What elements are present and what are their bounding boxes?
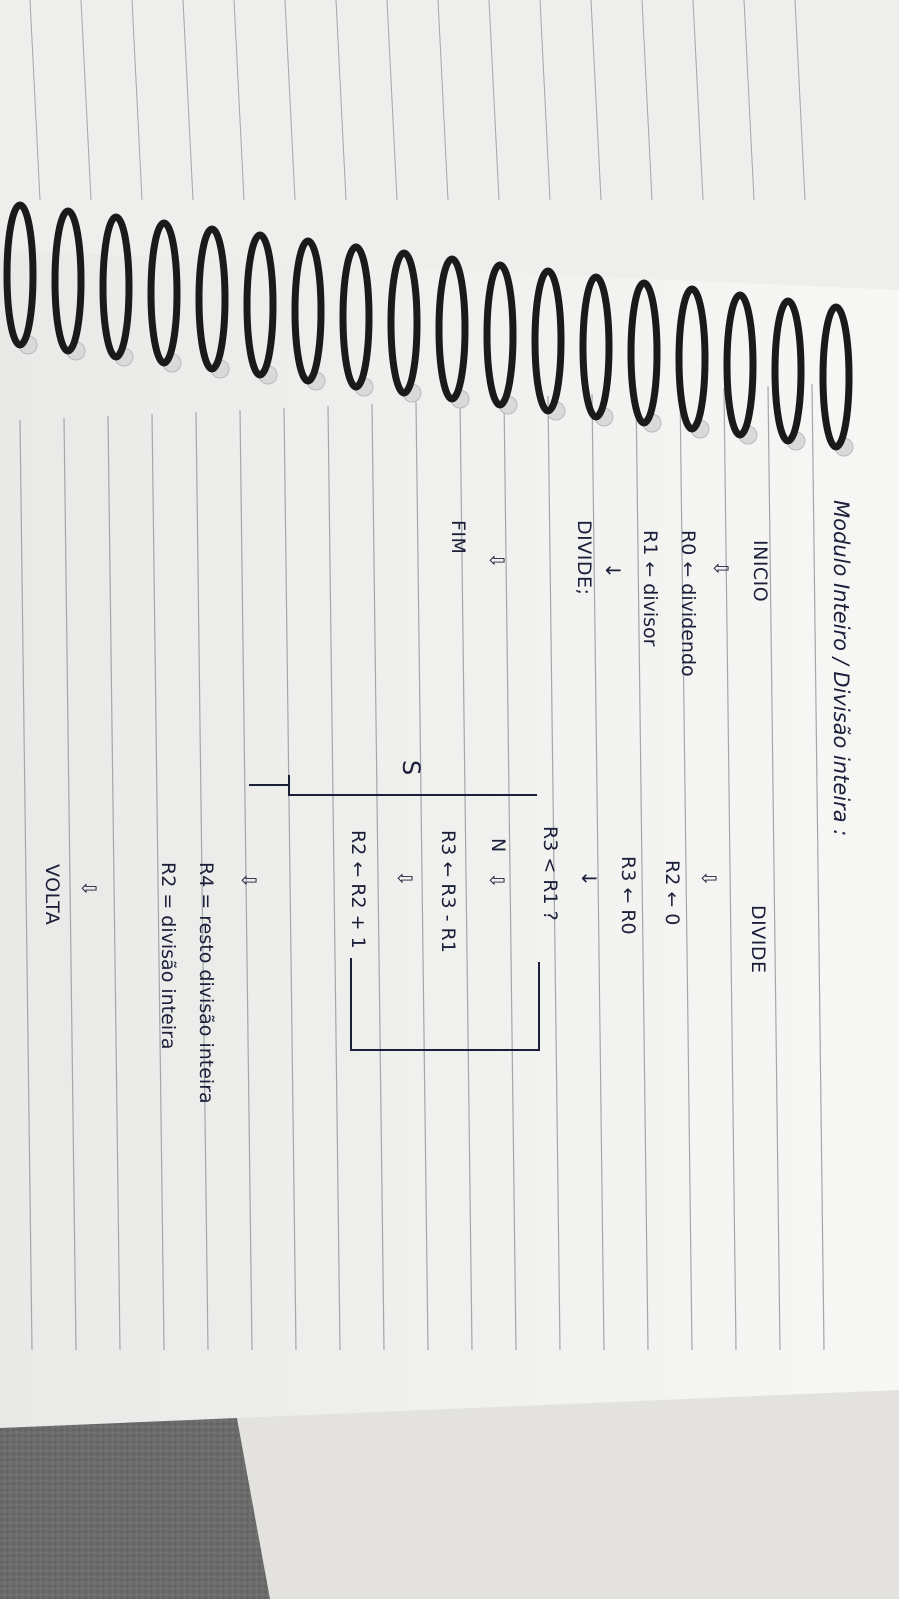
start-label: INICIO <box>749 540 771 603</box>
ruled-line <box>283 407 297 1351</box>
ruled-lines <box>19 0 825 1351</box>
loop-back-line <box>350 958 540 1051</box>
ruled-line <box>692 0 704 201</box>
ruled-line <box>386 0 398 201</box>
ruled-line <box>80 0 92 201</box>
increment-step: R2 ← R2 + 1 <box>347 830 369 949</box>
spiral-ring <box>339 243 373 391</box>
ruled-line <box>635 391 649 1351</box>
ruled-line <box>327 405 341 1351</box>
ruled-line <box>239 409 253 1351</box>
result-quotient: R2 = divisão inteira <box>157 862 179 1050</box>
ruled-line <box>335 0 347 201</box>
ruled-line <box>591 393 605 1351</box>
ruled-line <box>679 389 693 1351</box>
ruled-line <box>284 0 296 201</box>
spiral-binding <box>3 201 854 457</box>
ruled-line <box>19 419 33 1351</box>
return-label: VOLTA <box>41 864 63 926</box>
ruled-line <box>547 395 561 1351</box>
spiral-ring <box>579 273 613 421</box>
ruled-line <box>459 399 473 1351</box>
spiral-ring <box>387 249 421 397</box>
down-arrow-icon: ⇩ <box>237 872 261 889</box>
end-label: FIM <box>447 520 469 555</box>
no-branch-label: N <box>487 838 509 853</box>
assign-divisor: R1 ← divisor <box>639 530 661 647</box>
spiral-ring <box>483 261 517 409</box>
yes-branch-label: S <box>397 760 425 776</box>
ruled-line <box>794 0 806 201</box>
ruled-line <box>488 0 500 201</box>
subtract-step: R3 ← R3 - R1 <box>437 830 459 953</box>
spiral-ring <box>99 213 133 361</box>
down-arrow-icon: ↓ <box>577 870 601 887</box>
spiral-ring <box>51 207 85 355</box>
init-r3: R3 ← R0 <box>617 856 639 935</box>
ruled-line <box>233 0 245 201</box>
spiral-ring <box>771 297 805 445</box>
ruled-line <box>437 0 449 201</box>
spiral-ring <box>195 225 229 373</box>
down-arrow-icon: ⇩ <box>77 880 101 897</box>
decision-test: R3 < R1 ? <box>539 826 561 921</box>
down-arrow-icon: ⇩ <box>697 870 721 887</box>
ruled-line <box>503 397 517 1351</box>
result-remainder: R4 = resto divisão inteira <box>195 862 217 1104</box>
spiral-ring <box>435 255 469 403</box>
spiral-ring <box>147 219 181 367</box>
ruled-line <box>590 0 602 201</box>
down-arrow-icon: ⇩ <box>485 552 509 569</box>
down-arrow-icon: ⇩ <box>485 872 509 889</box>
spiral-ring <box>675 285 709 433</box>
ruled-line <box>29 0 41 201</box>
ruled-line <box>641 0 653 201</box>
ruled-line <box>131 0 143 201</box>
ruled-line <box>107 415 121 1351</box>
back-page <box>0 0 899 300</box>
divide-routine-label: DIVIDE <box>747 905 769 974</box>
ruled-line <box>182 0 194 201</box>
spiral-ring <box>627 279 661 427</box>
ruled-line <box>539 0 551 201</box>
spiral-ring <box>243 231 277 379</box>
ruled-line <box>723 387 737 1351</box>
ruled-line <box>63 417 77 1351</box>
spiral-ring <box>531 267 565 415</box>
ruled-line <box>811 383 825 1351</box>
page-title: Modulo Inteiro / Divisão inteira : <box>829 500 853 837</box>
ruled-line <box>767 385 781 1351</box>
ruled-line <box>151 413 165 1351</box>
front-page <box>0 250 899 1428</box>
down-arrow-icon: ⇩ <box>393 870 417 887</box>
spiral-ring <box>3 201 37 349</box>
ruled-line <box>415 401 429 1351</box>
yes-branch-line <box>249 784 537 796</box>
spiral-ring <box>291 237 325 385</box>
spiral-ring <box>819 303 853 451</box>
divide-call: DIVIDE; <box>573 520 595 596</box>
ruled-line <box>371 403 385 1351</box>
assign-dividend: R0 ← dividendo <box>677 530 699 677</box>
down-arrow-icon: ⇩ <box>709 560 733 577</box>
table-edge <box>230 1380 899 1599</box>
init-r2: R2 ← 0 <box>661 860 683 926</box>
ruled-line <box>743 0 755 201</box>
spiral-ring <box>723 291 757 439</box>
ruled-line <box>195 411 209 1351</box>
down-arrow-icon: ↓ <box>601 562 625 579</box>
